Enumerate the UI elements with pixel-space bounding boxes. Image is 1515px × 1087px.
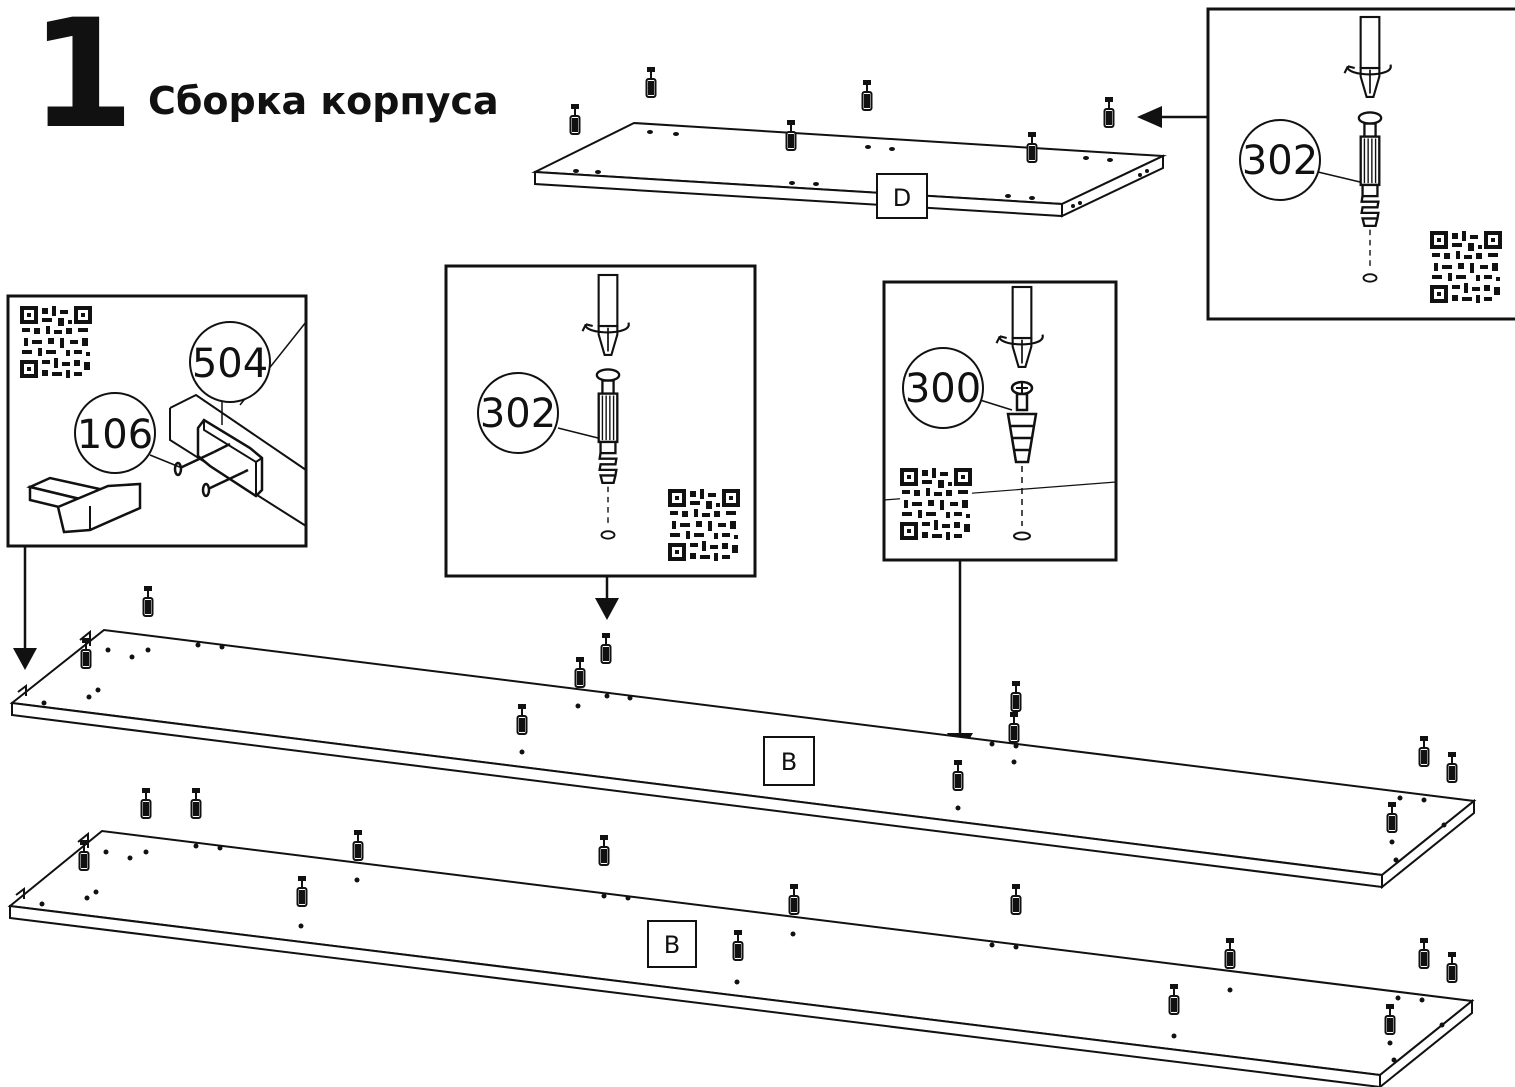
panel-b-upper: B: [9, 585, 1477, 890]
cam-lock-300-icon: [1006, 380, 1038, 541]
callout-106: 106: [77, 412, 153, 458]
connector-504-icon: [196, 418, 264, 498]
step-number: 1: [30, 0, 134, 162]
arrow-down-icon: [595, 577, 619, 620]
arrow-down-icon: [13, 546, 37, 670]
callout-504: 504: [192, 341, 268, 387]
callout-302-middle: 302: [480, 391, 556, 437]
step-title: Сборка корпуса: [148, 79, 499, 123]
part-label-b-lower-box: [647, 920, 697, 968]
qr-code-icon: [20, 306, 92, 378]
qr-code-icon: [900, 468, 972, 540]
detail-box-top-right: 302: [1206, 7, 1515, 321]
part-label-b-lower: B: [664, 931, 680, 959]
part-label-b-upper-box: [763, 736, 815, 786]
detail-box-middle: 302: [444, 264, 757, 578]
qr-code-icon: [1430, 231, 1502, 303]
arrow-left-icon: [1137, 106, 1207, 128]
part-label-d-box: [876, 173, 928, 219]
arrow-down-icon: [947, 560, 973, 755]
panel-b-lower: B: [7, 787, 1475, 1087]
callout-300: 300: [905, 366, 981, 412]
qr-code-icon: [668, 489, 740, 561]
part-label-b-upper: B: [781, 748, 797, 776]
part-label-d: D: [893, 184, 911, 212]
panel-d: D: [531, 66, 1167, 219]
detail-box-left: 106 504: [6, 294, 308, 548]
connector-cap-icon: [26, 476, 142, 534]
callout-302-top-right: 302: [1242, 138, 1318, 184]
detail-box-right: 300: [882, 280, 1118, 562]
